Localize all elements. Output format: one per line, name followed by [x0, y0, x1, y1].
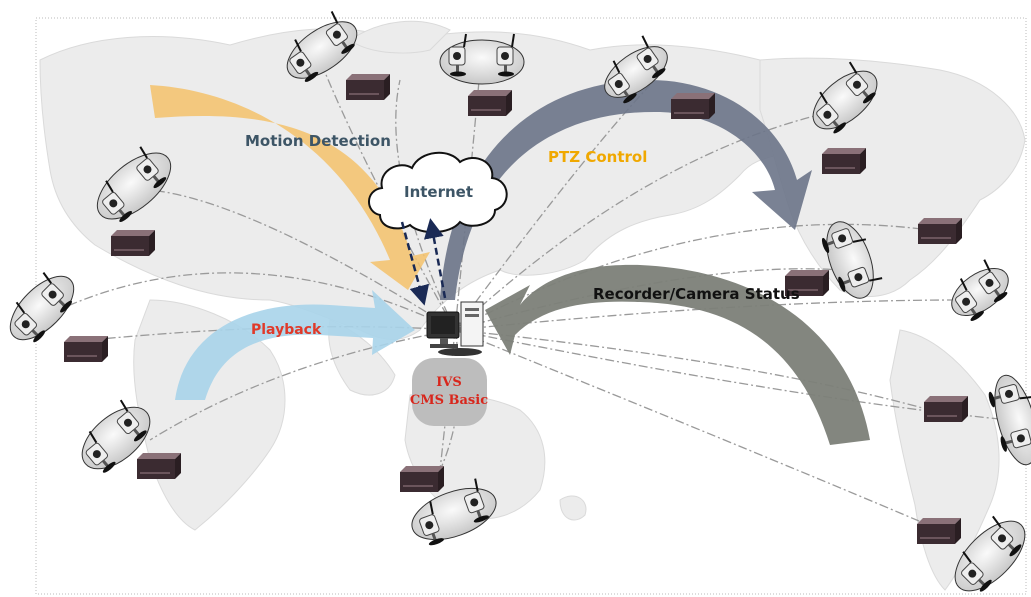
hub-label-line2: CMS Basic	[410, 393, 488, 408]
recorder-icon	[400, 466, 444, 492]
camera-pods	[3, 10, 1031, 595]
playback-label: Playback	[251, 322, 322, 338]
ptz-control-arrow	[440, 80, 812, 300]
camera-pod	[75, 399, 151, 476]
recorder-camera-status-arrow	[485, 264, 870, 445]
internet-label: Internet	[404, 183, 473, 201]
recorder-icon	[924, 396, 968, 422]
camera-pod	[806, 61, 879, 137]
recorder-icon	[64, 336, 108, 362]
camera-pod	[439, 33, 525, 85]
ptz-control-label: PTZ Control	[548, 148, 647, 166]
recorder-camera-status-label: Recorder/Camera Status	[593, 285, 800, 303]
recorder-icon	[137, 453, 181, 479]
camera-pod	[92, 145, 172, 226]
camera-pod	[819, 221, 884, 299]
recorder-icon	[346, 74, 390, 100]
recorder-icon	[671, 93, 715, 119]
recorder-icon	[917, 518, 961, 544]
playback-arrow	[175, 290, 415, 400]
camera-pod	[986, 374, 1031, 466]
motion-detection-arrow	[150, 85, 430, 290]
ivs-cms-hub	[412, 358, 487, 426]
recorder-icon	[918, 218, 962, 244]
uplink-dashed-arrow	[423, 218, 447, 299]
downlink-dashed-arrow	[400, 221, 430, 306]
motion-detection-label: Motion Detection	[245, 132, 391, 150]
hub-label-line1: IVS	[436, 375, 462, 390]
camera-pod	[3, 271, 75, 346]
camera-pod	[411, 477, 497, 549]
recorder-icon	[111, 230, 155, 256]
camera-pod	[950, 515, 1026, 595]
recorder-icon	[468, 90, 512, 116]
camera-pod	[598, 34, 668, 107]
camera-pod	[280, 10, 358, 86]
recorder-icon	[822, 148, 866, 174]
camera-pod	[945, 258, 1010, 325]
cms-computer-icon	[426, 301, 484, 356]
